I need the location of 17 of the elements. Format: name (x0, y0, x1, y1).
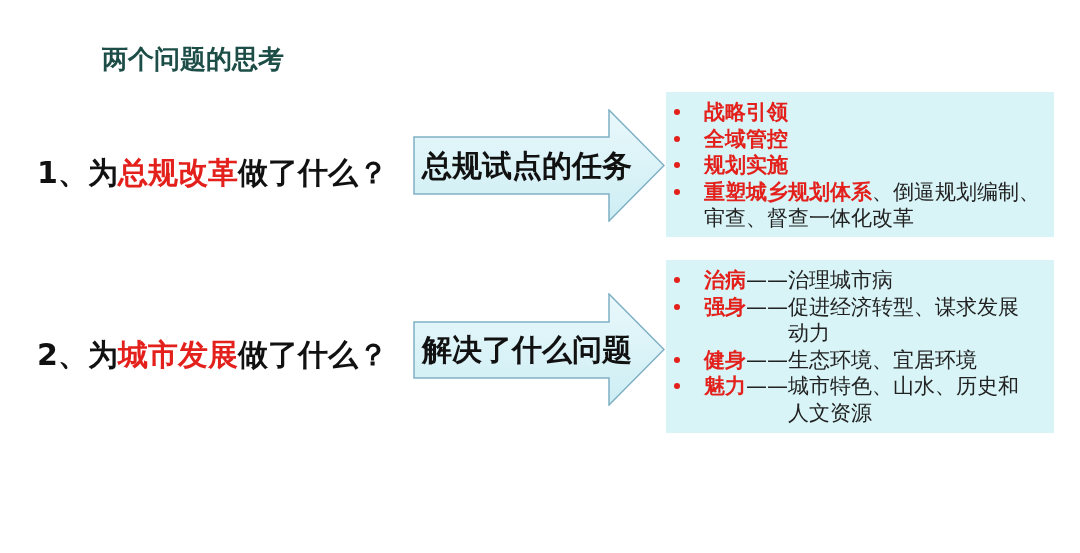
arrow-label: 解决了什么问题 (422, 332, 632, 367)
list-item-text: 重塑城乡规划体系、倒逼规划编制、审查、督查一体化改革 (704, 178, 1041, 232)
list-item-text: 强身——促进经济转型、谋求发展动力 (704, 293, 1020, 347)
list-item-text: 健身——生态环境、宜居环境 (704, 346, 977, 373)
list-item-text: 战略引领 (704, 99, 788, 126)
arrow-label: 总规试点的任务 (422, 148, 632, 183)
block-arrow (413, 293, 665, 406)
list-panel (666, 92, 1054, 237)
list-item-text: 规划实施 (704, 152, 788, 179)
question-heading: 1、为总规改革做了什么？ (37, 154, 388, 192)
list-item-text: 魅力——城市特色、山水、历史和人文资源 (704, 373, 1020, 426)
list-item-text: 治病——治理城市病 (704, 267, 893, 294)
list-panel (666, 260, 1054, 433)
block-arrow (413, 109, 665, 222)
list-item-text: 全域管控 (704, 125, 788, 152)
question-heading: 2、为城市发展做了什么？ (37, 336, 388, 374)
slide-title: 两个问题的思考 (102, 43, 284, 76)
